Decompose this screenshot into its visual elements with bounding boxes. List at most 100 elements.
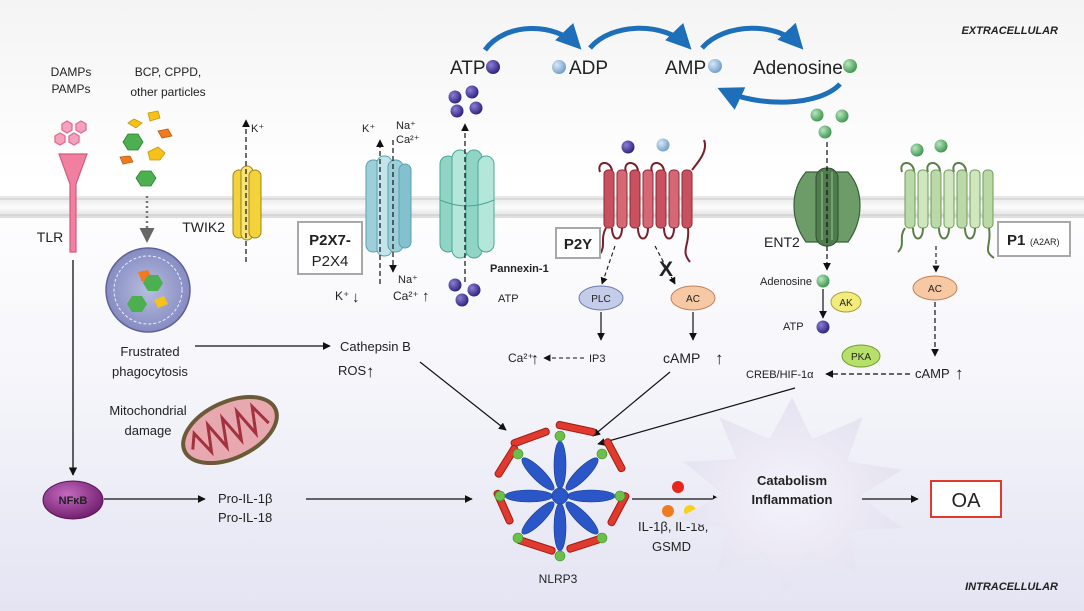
nfkb-label: NFκB	[59, 495, 88, 507]
p2y-adp-ball	[656, 138, 670, 152]
nlrp3-label: NLRP3	[539, 572, 578, 586]
damps-label-1: DAMPs	[51, 65, 92, 79]
adenosine-to-amp-arrow	[717, 82, 842, 110]
ca-ip3-increase-arrow: ↑	[531, 351, 539, 368]
cathepsin-label: Cathepsin B	[340, 339, 411, 354]
ent2-adenosine-balls	[810, 108, 849, 139]
mito-label-2: damage	[125, 423, 172, 438]
amp-to-adenosine-arrow	[700, 22, 804, 50]
ip3-label: IP3	[589, 353, 606, 365]
k-decrease-label: K⁺	[335, 289, 349, 303]
ac-inhibition-mark: X	[659, 258, 673, 281]
intracellular-label: INTRACELLULAR	[965, 581, 1058, 593]
p1-sublabel: (A2AR)	[1030, 237, 1060, 247]
p2y-receptor	[598, 139, 706, 263]
creb-label: CREB/HIF-1α	[746, 369, 814, 381]
adenosine-intra-label: Adenosine	[760, 276, 812, 288]
p2x7-label-1: P2X7-	[309, 232, 351, 249]
atp-intra-label: ATP	[783, 321, 804, 333]
p2y-to-ac-arrow	[654, 245, 676, 285]
camp-p2y-increase-arrow: ↑	[715, 349, 724, 368]
ca-increase-label: Ca²⁺	[393, 289, 419, 303]
adp-label: ADP	[569, 58, 608, 79]
pro-il18-label: Pro-IL-18	[218, 510, 272, 525]
cathepsin-to-nlrp3-arrow	[419, 361, 507, 431]
twik2-label: TWIK2	[182, 219, 225, 235]
pka-shape	[841, 344, 881, 368]
p2x-na-bottom-label: Na⁺	[398, 274, 418, 286]
particles-label-1: BCP, CPPD,	[135, 65, 201, 79]
pka-label: PKA	[851, 352, 871, 363]
adp-to-amp-arrow	[588, 22, 692, 50]
pro-il1b-label: Pro-IL-1β	[218, 491, 272, 506]
p2x-channel	[365, 155, 412, 257]
catabolism-label: Catabolism	[757, 473, 827, 488]
il-label-2: GSMD	[652, 539, 691, 554]
p2x7-label-2: P2X4	[312, 253, 349, 270]
p1-adenosine-balls	[910, 139, 948, 157]
inflammation-label: Inflammation	[752, 492, 833, 507]
ros-label: ROS	[338, 363, 367, 378]
ca-ip3-label: Ca²⁺	[508, 351, 534, 365]
pannexin-label: Pannexin-1	[490, 263, 549, 275]
catabolism-starburst	[674, 396, 904, 596]
ca-increase-arrow: ↑	[422, 288, 430, 305]
mito-label-1: Mitochondrial	[109, 403, 186, 418]
p1-receptor	[897, 162, 995, 259]
adenosine-label: Adenosine	[753, 58, 843, 79]
camp-p1-increase-arrow: ↑	[955, 364, 964, 383]
twik2-channel	[232, 165, 262, 241]
k-decrease-arrow: ↓	[352, 289, 360, 306]
damps-label-2: PAMPs	[51, 82, 90, 96]
p2x7-label-box	[297, 221, 363, 275]
creb-to-nlrp3-arrow	[597, 387, 796, 446]
p2y-label: P2Y	[564, 236, 592, 253]
p2y-label-box	[555, 227, 601, 259]
p2x-na-top-label: Na⁺	[396, 120, 416, 132]
atp-to-adp-arrow	[482, 22, 582, 52]
il-label-1: IL-1β, IL-18,	[638, 519, 708, 534]
pannexin-atp-balls-bottom	[448, 278, 481, 307]
phagosome	[105, 247, 191, 333]
adenosine-intra-ball	[816, 274, 830, 288]
p2x-k-top-label: K⁺	[362, 123, 375, 135]
tlr-receptor-shape	[58, 153, 88, 253]
p1-label: P1	[1007, 232, 1025, 249]
il18-ball	[662, 505, 674, 517]
frustrated-label-2: phagocytosis	[112, 364, 188, 379]
particles-shapes	[119, 110, 173, 187]
ak-shape	[830, 291, 862, 313]
tlr-label: TLR	[37, 229, 63, 245]
extracellular-label: EXTRACELLULAR	[961, 25, 1058, 37]
frustrated-label-1: Frustrated	[120, 344, 179, 359]
adp-ball	[552, 60, 566, 74]
nucleotide-cascade: ATP ADP AMP Adenosine	[450, 22, 857, 110]
ak-label: AK	[839, 298, 853, 309]
atp-intra-ball	[816, 320, 830, 334]
camp-to-nlrp3-arrow	[592, 371, 671, 437]
adenosine-ball	[843, 59, 857, 73]
twik2-k-label: K⁺	[251, 123, 264, 135]
atp-label: ATP	[450, 58, 486, 79]
plc-shape	[578, 285, 624, 311]
ac-p1-shape	[912, 275, 958, 301]
mitochondrion	[181, 394, 279, 466]
amp-ball	[708, 59, 722, 73]
il1b-ball	[672, 481, 684, 493]
plc-label: PLC	[591, 294, 610, 305]
p1-label-box	[997, 221, 1071, 257]
amp-label: AMP	[665, 58, 706, 79]
pannexin-atp-balls-top	[448, 85, 483, 118]
nlrp3-inflammasome	[493, 420, 630, 562]
camp-p1-label: cAMP	[915, 366, 950, 381]
ac-p2y-label: AC	[686, 294, 700, 305]
ac-p1-label: AC	[928, 284, 942, 295]
p2x-ca-top-label: Ca²⁺	[396, 134, 420, 146]
camp-p2y-label: cAMP	[663, 350, 700, 366]
p2y-atp-ball	[621, 140, 635, 154]
oa-box	[930, 480, 1002, 518]
pannexin-atp-label: ATP	[498, 293, 519, 305]
atp-ball	[486, 60, 500, 74]
pannexin-channel	[439, 149, 495, 259]
